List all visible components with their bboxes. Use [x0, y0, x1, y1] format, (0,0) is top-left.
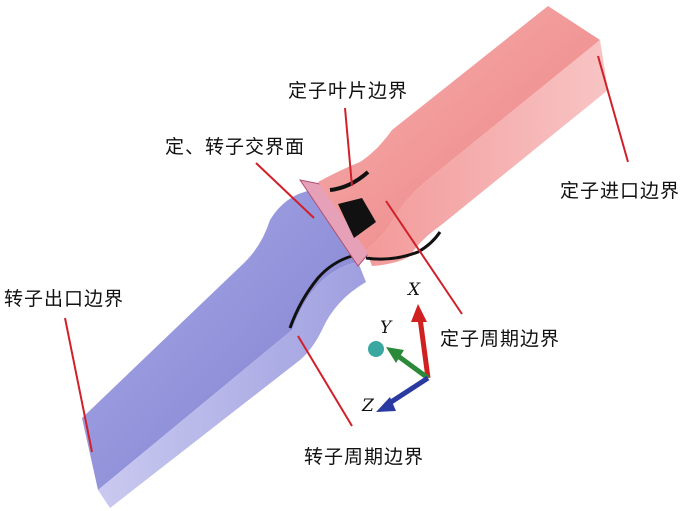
leader-rotor-outlet [65, 318, 92, 452]
leader-stator-inlet [598, 56, 628, 162]
label-rotor-periodic-boundary: 转子周期边界 [304, 442, 424, 469]
stator-domain [318, 6, 608, 266]
label-stator-blade-boundary: 定子叶片边界 [288, 76, 408, 103]
axis-label-z: Z [362, 396, 374, 416]
label-stator-inlet-boundary: 定子进口边界 [560, 176, 680, 203]
leader-rotor-periodic [298, 336, 352, 426]
axis-label-x: X [408, 280, 420, 300]
x-axis-arrowhead [411, 304, 427, 322]
label-stator-periodic-boundary: 定子周期边界 [440, 324, 560, 351]
x-axis-line [420, 318, 428, 378]
z-axis-line [388, 378, 428, 404]
coordinate-axes [368, 304, 428, 412]
label-rotor-outlet-boundary: 转子出口边界 [4, 284, 124, 311]
label-interface: 定、转子交界面 [165, 132, 305, 159]
origin-ball [368, 341, 384, 357]
axis-label-y: Y [380, 318, 391, 338]
